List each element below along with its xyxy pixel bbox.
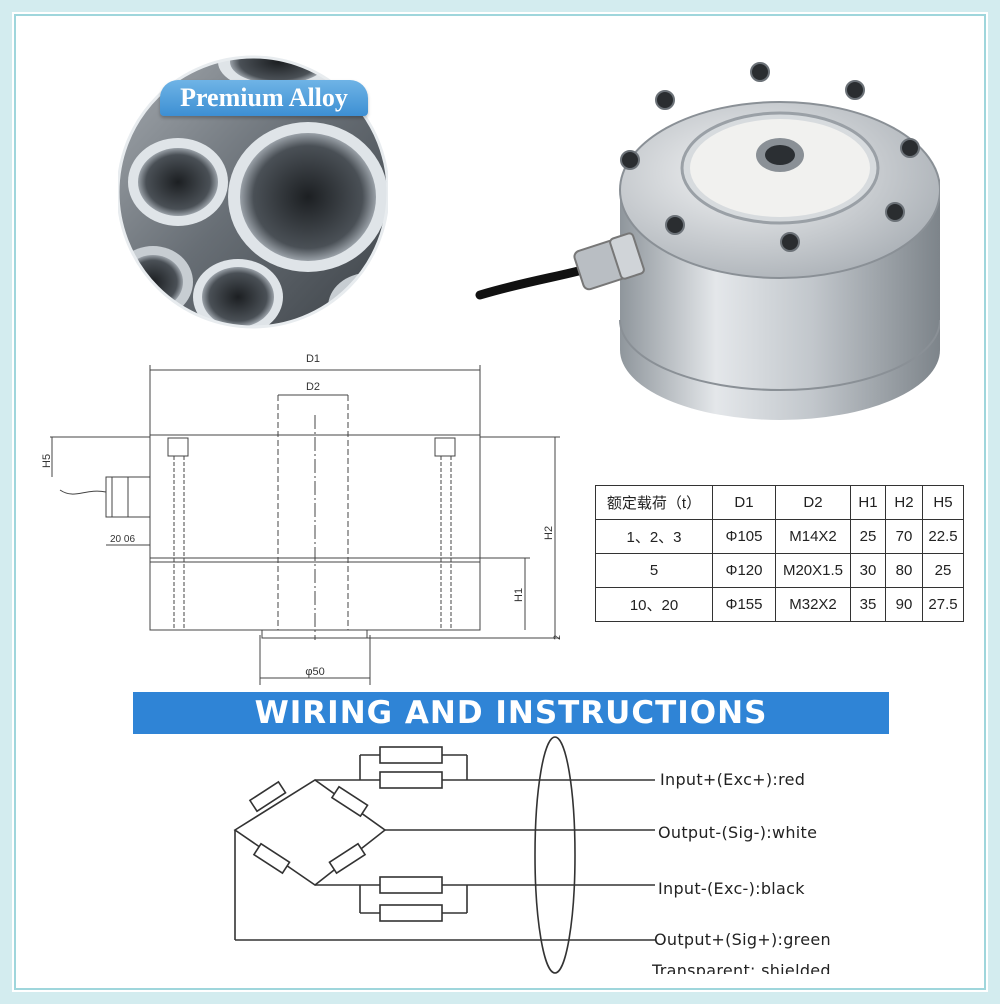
h5-label: H5 (41, 454, 53, 468)
wire-label-output-minus: Output-(Sig-):white (658, 823, 818, 842)
table-cell: M32X2 (775, 587, 851, 622)
inner-frame (14, 14, 986, 990)
header-h2: H2 (885, 485, 923, 520)
small-dim-label: 2 (552, 635, 562, 640)
d1-label: D1 (306, 353, 320, 365)
table-cell: 27.5 (922, 587, 964, 622)
header-h1: H1 (850, 485, 886, 520)
wire-label-input-plus: Input+(Exc+):red (660, 770, 806, 789)
table-cell: 10、20 (595, 587, 713, 622)
dimension-drawing: D1 D2 H5 H2 H1 20 06 φ50 2 (41, 353, 562, 685)
table-header-row: 额定载荷（t） D1 D2 H1 H2 H5 (595, 485, 964, 520)
d2-label: D2 (306, 381, 320, 393)
header-d1: D1 (712, 485, 776, 520)
table-cell: 90 (885, 587, 923, 622)
header-d2: D2 (775, 485, 851, 520)
premium-alloy-badge: Premium Alloy (160, 80, 368, 116)
wiring-diagram (233, 736, 655, 974)
table-cell: Φ120 (712, 553, 776, 588)
table-cell: 30 (850, 553, 886, 588)
table-cell: 25 (922, 553, 964, 588)
table-cell: M20X1.5 (775, 553, 851, 588)
table-cell: 70 (885, 519, 923, 554)
table-row: 10、20 Φ155 M32X2 35 90 27.5 (595, 587, 964, 622)
table-cell: 80 (885, 553, 923, 588)
table-cell: 25 (850, 519, 886, 554)
table-cell: Φ155 (712, 587, 776, 622)
wiring-banner: WIRING AND INSTRUCTIONS (133, 692, 889, 734)
table-cell: M14X2 (775, 519, 851, 554)
table-cell: Φ105 (712, 519, 776, 554)
wire-label-shield: Transparent: shielded (652, 961, 831, 974)
table-cell: 5 (595, 553, 713, 588)
header-h5: H5 (922, 485, 964, 520)
h2-label: H2 (543, 526, 555, 540)
h1-label: H1 (513, 588, 525, 602)
table-row: 1、2、3 Φ105 M14X2 25 70 22.5 (595, 519, 964, 554)
wire-label-input-minus: Input-(Exc-):black (658, 879, 805, 898)
table-row: 5 Φ120 M20X1.5 30 80 25 (595, 553, 964, 588)
table-cell: 35 (850, 587, 886, 622)
wire-label-output-plus: Output+(Sig+):green (654, 930, 831, 949)
dim-left-label: 20 06 (110, 534, 135, 545)
table-cell: 1、2、3 (595, 519, 713, 554)
base-diameter-label: φ50 (305, 666, 324, 678)
header-rated-load: 额定载荷（t） (595, 485, 713, 520)
load-cell-photo (475, 62, 940, 420)
spec-table: 额定载荷（t） D1 D2 H1 H2 H5 1、2、3 Φ105 M14X2 … (595, 485, 964, 622)
table-cell: 22.5 (922, 519, 964, 554)
